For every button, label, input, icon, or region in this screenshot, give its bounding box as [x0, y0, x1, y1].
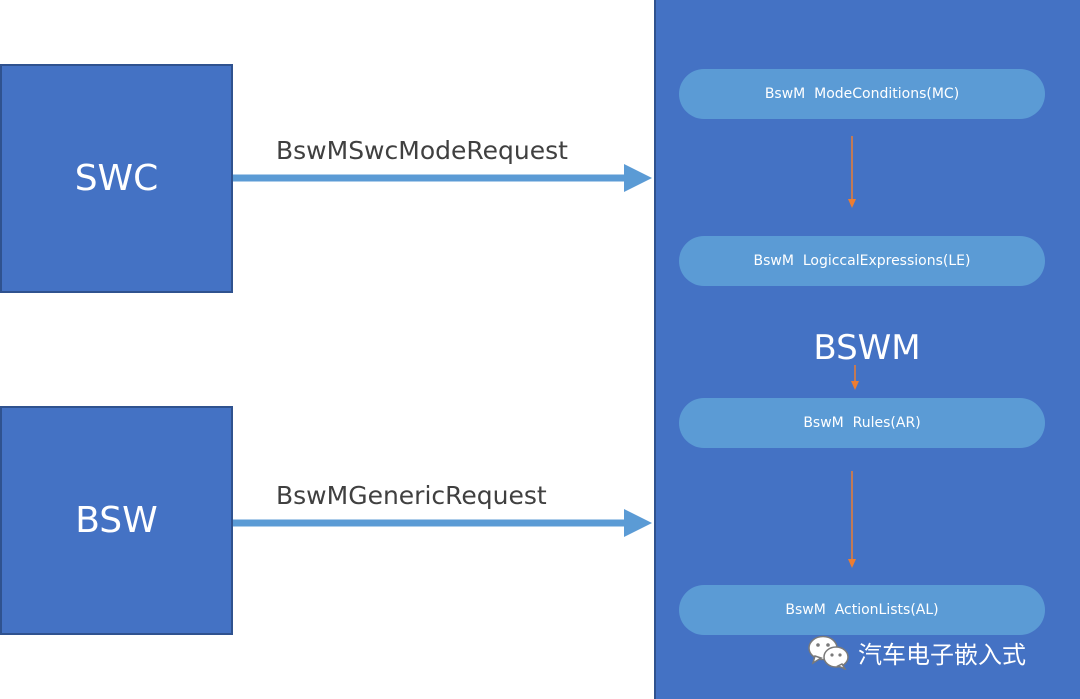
watermark: 汽车电子嵌入式	[808, 632, 1026, 672]
logical-expressions-stage: BswM LogiccalExpressions(LE)	[679, 236, 1045, 286]
mc-to-le-arrow	[848, 136, 856, 208]
swc-label: SWC	[74, 158, 159, 199]
rules-stage: BswM Rules(AR)	[679, 398, 1045, 448]
swc-block: SWC	[0, 64, 233, 293]
swc-request-arrow	[233, 164, 652, 192]
swc-request-label: BswMSwcModeRequest	[276, 136, 568, 165]
generic-request-label: BswMGenericRequest	[276, 481, 547, 510]
mode-conditions-stage: BswM ModeConditions(MC)	[679, 69, 1045, 119]
wechat-icon	[808, 635, 849, 670]
bswm-title: BSWM	[813, 328, 921, 368]
action-lists-stage: BswM ActionLists(AL)	[679, 585, 1045, 635]
bsw-block: BSW	[0, 406, 233, 635]
bsw-label: BSW	[75, 500, 158, 541]
generic-request-arrow	[233, 509, 652, 537]
ar-to-al-arrow	[848, 471, 856, 568]
watermark-text: 汽车电子嵌入式	[858, 640, 1026, 669]
le-to-ar-arrow	[851, 365, 859, 390]
